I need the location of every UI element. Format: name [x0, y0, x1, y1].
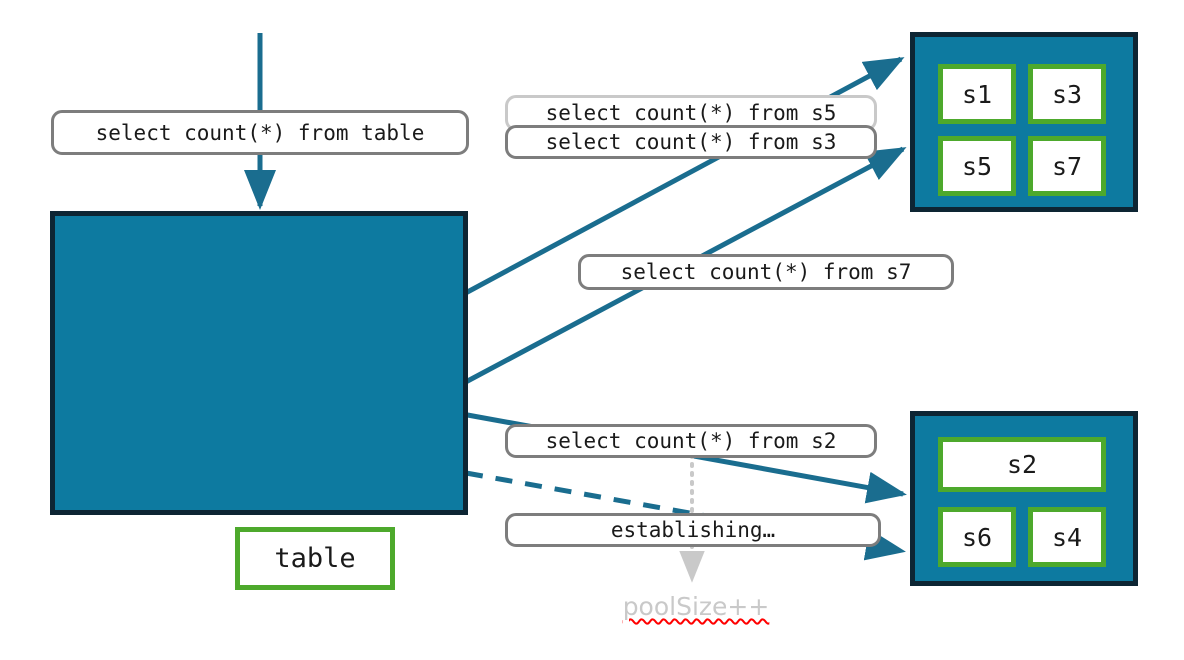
node-s1[interactable]: s1: [938, 64, 1016, 124]
main-pool-container: table: [50, 211, 468, 590]
label-establishing[interactable]: establishing…: [505, 513, 881, 547]
node-s2[interactable]: s2: [938, 437, 1106, 492]
poolsize-text: poolSize++: [622, 592, 770, 621]
node-table[interactable]: table: [235, 527, 395, 590]
label-incoming-query[interactable]: select count(*) from table: [51, 110, 469, 155]
node-s6[interactable]: s6: [938, 507, 1016, 567]
label-query-s7[interactable]: select count(*) from s7: [578, 254, 954, 290]
node-s3[interactable]: s3: [1028, 64, 1106, 124]
node-s7[interactable]: s7: [1028, 136, 1106, 196]
poolsize-annotation: poolSize++: [596, 592, 796, 621]
node-s4[interactable]: s4: [1028, 507, 1106, 567]
node-s5[interactable]: s5: [938, 136, 1016, 196]
label-query-s2[interactable]: select count(*) from s2: [505, 424, 877, 458]
label-query-s3[interactable]: select count(*) from s3: [505, 125, 877, 159]
